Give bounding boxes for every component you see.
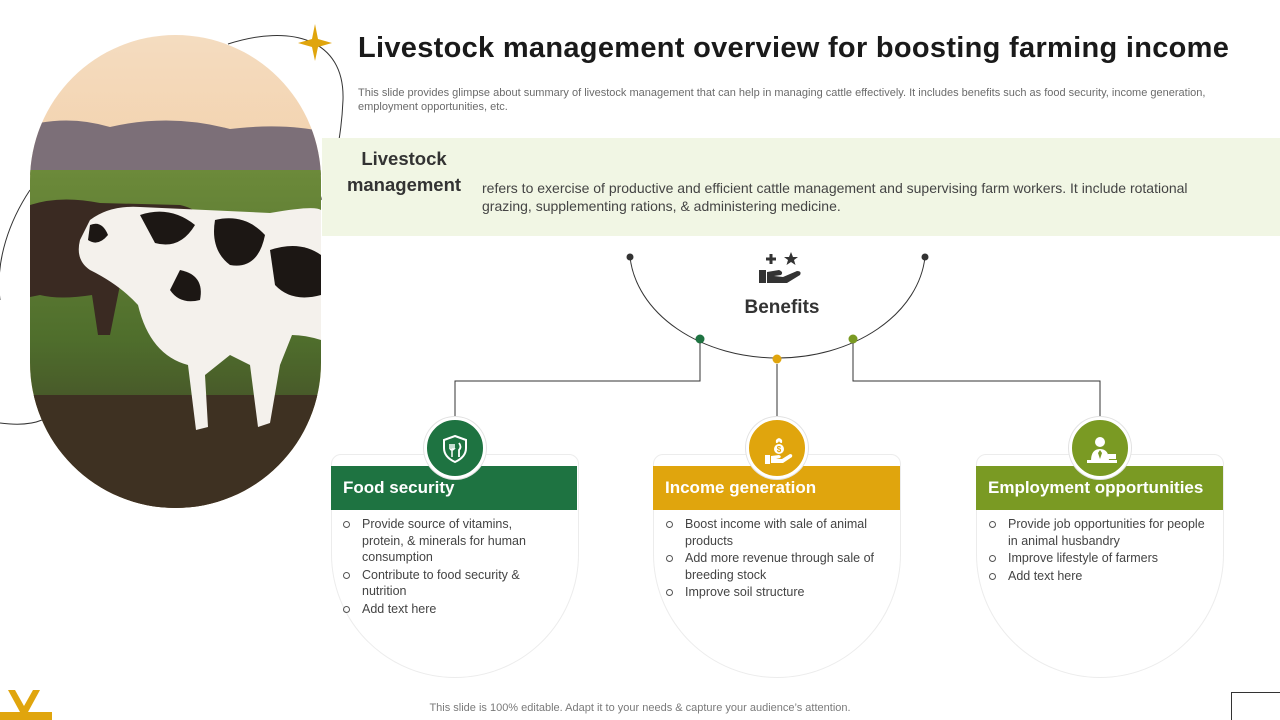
corner-logo-mark — [0, 690, 52, 720]
benefits-label: Benefits — [744, 297, 820, 318]
footer-note: This slide is 100% editable. Adapt it to… — [429, 702, 851, 714]
list-item: Contribute to food security & nutrition — [341, 567, 541, 600]
worker-icon — [1069, 417, 1131, 479]
list-item: Provide job opportunities for people in … — [987, 516, 1207, 549]
star-icon — [298, 24, 332, 61]
definition-band — [322, 138, 1280, 236]
definition-term: Livestock management — [338, 146, 470, 198]
income-generation-list: Boost income with sale of animal product… — [664, 516, 884, 602]
money-hand-icon: $ — [746, 417, 808, 479]
list-item: Add more revenue through sale of breedin… — [664, 550, 884, 583]
page-subtitle: This slide provides glimpse about summar… — [358, 87, 1206, 113]
list-item: Add text here — [987, 568, 1207, 585]
list-item: Add text here — [341, 601, 541, 618]
employment-opportunities-list: Provide job opportunities for people in … — [987, 516, 1207, 585]
definition-term-line2: management — [346, 174, 462, 195]
page-title: Livestock management overview for boosti… — [358, 32, 1230, 64]
food-security-list: Provide source of vitamins, protein, & m… — [341, 516, 541, 618]
corner-bracket — [1231, 692, 1280, 720]
benefits-hand-stars-icon — [759, 252, 801, 283]
list-item: Provide source of vitamins, protein, & m… — [341, 516, 541, 566]
svg-text:$: $ — [777, 445, 782, 454]
list-item: Boost income with sale of animal product… — [664, 516, 884, 549]
list-item: Improve soil structure — [664, 584, 884, 601]
cow-pasture-photo — [30, 35, 321, 508]
list-item: Improve lifestyle of farmers — [987, 550, 1207, 567]
definition-term-line1: Livestock — [361, 148, 447, 169]
shield-icon — [424, 417, 486, 479]
definition-description: refers to exercise of productive and eff… — [482, 180, 1188, 214]
